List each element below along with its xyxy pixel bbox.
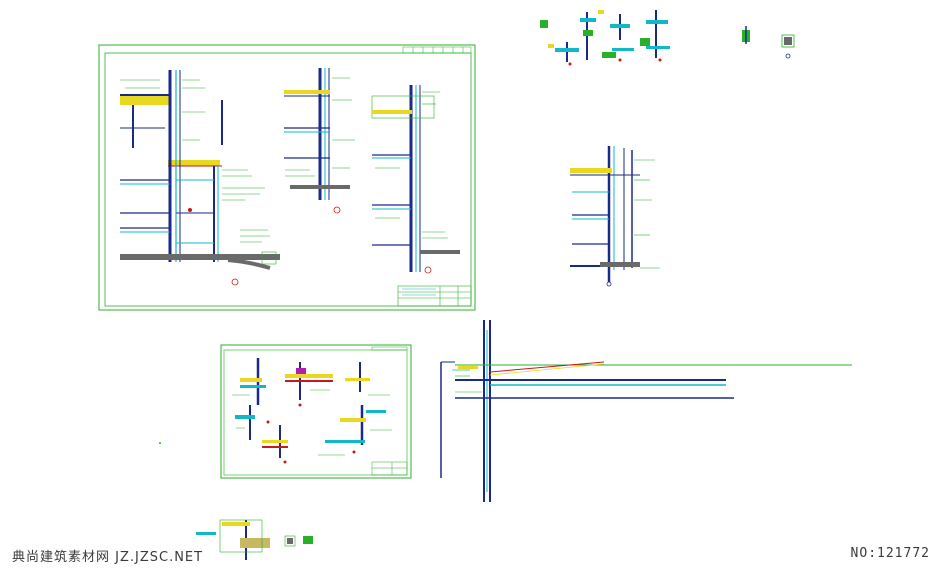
sheet-2-outer-border [220,344,412,479]
sheet-1-title-block [397,285,472,307]
watermark-number: NO:121772 [850,546,930,561]
watermark-site-text: 典尚建筑素材网 JZ.JZSC.NET [12,550,204,565]
sheet-2-details [232,358,392,464]
bottom-small-detail [159,442,313,560]
detail-c [371,85,460,274]
detail-d [570,146,660,287]
sheet-2 [220,344,412,479]
small-details-cluster [540,10,795,66]
sheet-1-outer-border [98,44,476,311]
sheet-1-inner-border [104,52,472,307]
sheet-1 [98,44,476,311]
large-section [440,320,852,502]
sheet-1-top-strip [402,46,472,54]
detail-b [284,68,355,214]
detail-a [120,70,280,286]
sheet-2-inner-border [223,349,408,476]
